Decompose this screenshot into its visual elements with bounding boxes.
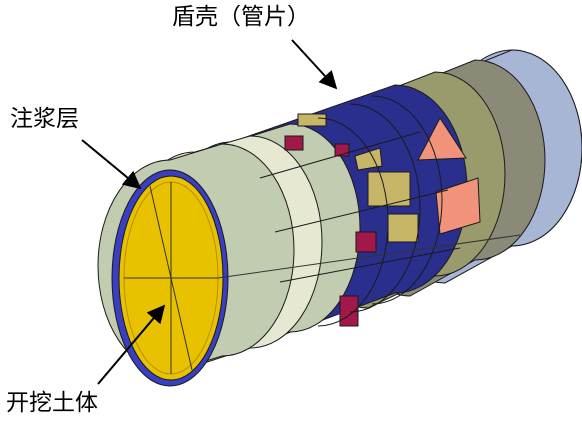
shield-shell-label: 盾壳（管片） — [172, 4, 310, 30]
patch-maroon — [355, 231, 377, 253]
patch-khaki — [387, 213, 419, 243]
patch-maroon — [339, 295, 359, 327]
tunnel-model — [97, 49, 582, 387]
soil-face-mesh — [124, 182, 521, 374]
callout-leaders — [81, 39, 338, 385]
grouting-layer-label: 注浆层 — [10, 106, 79, 132]
segment-mesh — [259, 95, 461, 327]
leader-grout — [81, 139, 142, 190]
patch-khaki — [354, 147, 383, 171]
leader-shield — [291, 39, 338, 90]
patch-salmon — [435, 177, 481, 235]
patch-khaki — [367, 171, 411, 207]
excavated-soil-label: 开挖土体 — [6, 390, 98, 416]
patch-maroon — [284, 135, 304, 151]
leader-soil — [97, 304, 166, 385]
patch-khaki — [297, 113, 327, 127]
